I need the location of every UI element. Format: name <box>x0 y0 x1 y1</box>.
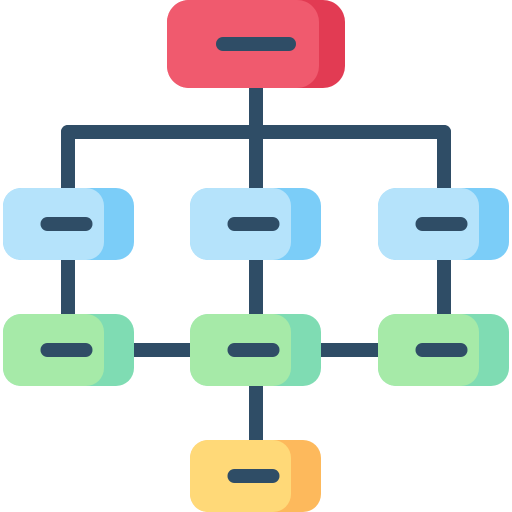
node-box-low-left <box>3 314 134 386</box>
node-box-mid-left <box>3 188 134 260</box>
node-box-low-center <box>190 314 321 386</box>
minus-dash-icon <box>227 469 280 483</box>
node-box-bottom <box>190 440 321 512</box>
minus-dash-icon <box>415 343 468 357</box>
node-box-mid-right <box>378 188 509 260</box>
node-box-mid-center <box>190 188 321 260</box>
node-box-low-right <box>378 314 509 386</box>
minus-dash-icon <box>415 217 468 231</box>
connector-lines <box>61 73 451 457</box>
minus-dash-icon <box>227 343 280 357</box>
minus-dash-icon <box>40 343 93 357</box>
minus-dash-icon <box>227 217 280 231</box>
minus-dash-icon <box>216 37 296 51</box>
node-boxes <box>3 0 509 512</box>
minus-dash-icon <box>40 217 93 231</box>
node-box-top <box>167 0 345 88</box>
